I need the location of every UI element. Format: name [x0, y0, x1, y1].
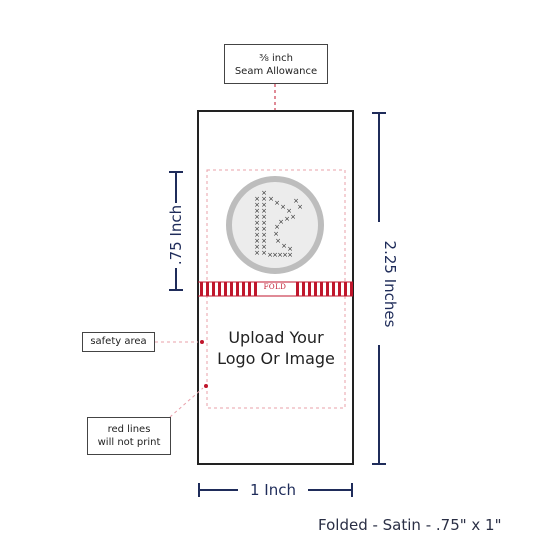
fold-stripe: [224, 282, 227, 296]
stitch-mark: ×: [268, 195, 274, 203]
safety-leader-dot: [200, 340, 204, 344]
red-lines-callout: red lines will not print: [87, 417, 171, 455]
upload-prompt-line1: Upload Your: [228, 328, 324, 347]
stitch-mark: ×: [272, 251, 278, 259]
stitch-mark: ×: [254, 249, 260, 257]
red-lines-text-1: red lines: [107, 424, 151, 435]
fold-stripe: [248, 282, 251, 296]
stitch-mark: ×: [254, 201, 260, 209]
fold-line-stripes: [200, 282, 353, 296]
safety-area-text: safety area: [90, 336, 147, 347]
safety-area-callout: safety area: [82, 332, 155, 352]
seam-fraction: ⅜ inch: [259, 53, 293, 64]
stitch-mark: ×: [254, 219, 260, 227]
stitch-mark: ×: [287, 251, 293, 259]
stitch-mark: ×: [274, 223, 280, 231]
stitch-mark: ×: [254, 207, 260, 215]
stitch-mark: ×: [273, 230, 279, 238]
stitch-mark: ×: [254, 243, 260, 251]
fold-stripe: [206, 282, 209, 296]
stitch-mark: ×: [261, 237, 267, 245]
stitch-mark: ×: [287, 245, 293, 253]
bottom-dimension-text: 1 Inch: [250, 481, 296, 499]
fold-stripe: [350, 282, 353, 296]
stitch-mark: ×: [277, 251, 283, 259]
stitch-mark: ×: [290, 213, 296, 221]
stitch-mark: ×: [297, 203, 303, 211]
stitch-mark: ×: [280, 203, 286, 211]
stitch-mark: ×: [261, 213, 267, 221]
stitch-mark: ×: [274, 199, 280, 207]
fold-label: FOLD: [263, 283, 287, 291]
red-lines-leader-dot: [204, 384, 208, 388]
stitch-mark: ×: [261, 189, 267, 197]
fold-stripe: [302, 282, 305, 296]
fold-stripe: [320, 282, 323, 296]
stitch-mark: ×: [286, 207, 292, 215]
product-caption: Folded - Satin - .75" x 1": [318, 516, 502, 534]
stitch-mark: ×: [254, 195, 260, 203]
stitch-mark: ×: [275, 237, 281, 245]
fold-stripe: [296, 282, 299, 296]
fold-stripe: [242, 282, 245, 296]
red-lines-leader-line: [169, 387, 204, 418]
fold-stripe: [200, 282, 203, 296]
fold-stripe: [218, 282, 221, 296]
stitch-mark: ×: [261, 195, 267, 203]
stitch-mark: ×: [282, 251, 288, 259]
stitch-mark: ×: [278, 218, 284, 226]
fold-stripe: [254, 282, 257, 296]
stitch-mark: ×: [261, 207, 267, 215]
stitch-mark: ×: [261, 243, 267, 251]
fold-stripe: [308, 282, 311, 296]
bottom-dimension-line: [198, 483, 353, 497]
fold-stripe: [326, 282, 329, 296]
fold-stripe: [332, 282, 335, 296]
stitch-mark: ×: [254, 213, 260, 221]
fold-label-bg: [258, 283, 292, 295]
fold-stripe: [230, 282, 233, 296]
stitch-mark: ×: [284, 215, 290, 223]
red-lines-text-2: will not print: [97, 437, 161, 448]
seam-allowance-callout: ⅜ inch Seam Allowance: [224, 44, 328, 84]
upload-prompt: Upload Your Logo Or Image: [207, 327, 345, 369]
stitch-mark: ×: [261, 249, 267, 257]
stitch-mark: ×: [254, 231, 260, 239]
stitch-mark: ×: [261, 225, 267, 233]
seam-text: Seam Allowance: [234, 66, 318, 77]
stitch-mark: ×: [254, 237, 260, 245]
stitch-mark: ×: [267, 251, 273, 259]
fold-stripe: [212, 282, 215, 296]
stitch-mark: ×: [261, 219, 267, 227]
right-dimension-text: 2.25 Inches: [381, 241, 399, 328]
right-dimension-line: [372, 112, 386, 465]
fold-stripe: [314, 282, 317, 296]
stitch-mark: ×: [261, 231, 267, 239]
upload-prompt-line2: Logo Or Image: [217, 349, 335, 368]
fold-stripe: [338, 282, 341, 296]
stitch-mark: ×: [261, 201, 267, 209]
left-dimension-text: .75 Inch: [167, 205, 185, 265]
fold-stripe: [344, 282, 347, 296]
left-dimension-line: [169, 171, 183, 291]
cross-stitch-letter-d-logo-icon: ××××××××××××××××××××××××××××××××××××××××: [226, 176, 324, 274]
stitch-mark: ×: [254, 225, 260, 233]
stitch-mark: ×: [281, 242, 287, 250]
fold-stripe: [236, 282, 239, 296]
stitch-mark: ×: [293, 197, 299, 205]
